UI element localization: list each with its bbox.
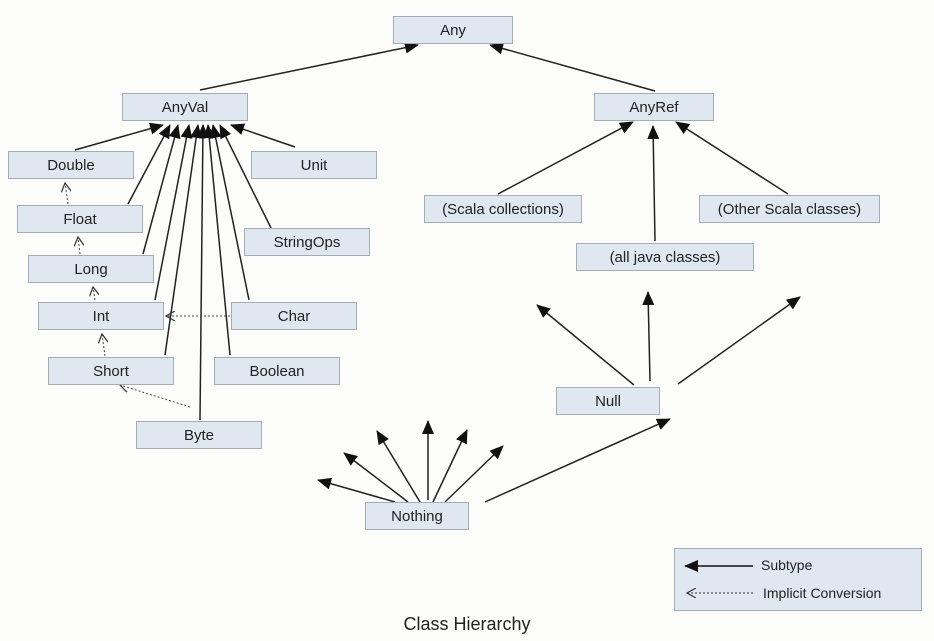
node-char: Char — [231, 302, 357, 330]
node-label: AnyVal — [161, 98, 209, 116]
subtype-edge-anyval-to-any — [199, 41, 419, 91]
subtype-edge-all-java-classes-to-anyref — [647, 125, 660, 242]
node-label: (all java classes) — [609, 248, 721, 266]
subtype-edge-boolean-to-anyval — [203, 124, 231, 356]
subtype-edge-nothing-to-null — [484, 418, 671, 503]
null-fan-arrow-1 — [642, 291, 655, 382]
nothing-fan-arrow-0 — [317, 477, 396, 503]
node-label: Short — [93, 362, 129, 380]
node-label: Nothing — [391, 507, 443, 525]
node-label: Int — [92, 307, 110, 325]
implicit-edge-short-to-int — [102, 334, 105, 357]
node-label: Char — [277, 307, 311, 325]
node-unit: Unit — [251, 151, 377, 179]
node-int: Int — [38, 302, 164, 330]
node-scala-collections: (Scala collections) — [424, 195, 582, 223]
node-double: Double — [8, 151, 134, 179]
node-long: Long — [28, 255, 154, 283]
node-stringops: StringOps — [244, 228, 370, 256]
node-label: Null — [595, 392, 621, 410]
subtype-edge-int-to-anyval — [154, 124, 193, 301]
subtype-edge-double-to-anyval — [74, 122, 164, 151]
node-label: Unit — [300, 156, 328, 174]
nothing-fan-arrow-2 — [376, 430, 421, 503]
subtype-edge-stringops-to-anyval — [219, 124, 272, 229]
subtype-edge-other-scala-classes-to-anyref — [675, 121, 789, 195]
subtype-edge-anyref-to-any — [489, 42, 656, 92]
subtype-edge-scala-collections-to-anyref — [497, 121, 634, 195]
node-label: Long — [74, 260, 108, 278]
node-float: Float — [17, 205, 143, 233]
node-byte: Byte — [136, 421, 262, 449]
legend: Subtype Implicit Conversion — [674, 548, 922, 611]
node-nothing: Nothing — [365, 502, 469, 530]
null-fan-arrow-0 — [536, 304, 635, 386]
implicit-edge-float-to-double — [65, 183, 68, 205]
implicit-edge-long-to-float — [78, 237, 80, 255]
node-label: (Scala collections) — [442, 200, 564, 218]
legend-symbols — [684, 560, 753, 612]
subtype-edge-short-to-anyval — [164, 124, 203, 356]
node-label: Boolean — [249, 362, 305, 380]
node-label: Byte — [183, 426, 214, 444]
node-any: Any — [393, 16, 513, 44]
node-label: Any — [440, 21, 466, 39]
subtype-edge-long-to-anyval — [142, 124, 181, 255]
node-anyref: AnyRef — [594, 93, 714, 121]
node-label: Float — [63, 210, 97, 228]
node-label: AnyRef — [629, 98, 679, 116]
legend-subtype-label: Subtype — [761, 557, 813, 573]
subtype-edge-unit-to-anyval — [230, 123, 296, 148]
legend-implicit-label: Implicit Conversion — [763, 585, 882, 601]
null-fan-arrow-2 — [677, 296, 801, 385]
diagram-caption: Class Hierarchy — [403, 614, 531, 634]
subtype-edge-byte-to-anyval — [196, 124, 209, 421]
implicit-edge-int-to-long — [93, 287, 95, 301]
node-null: Null — [556, 387, 660, 415]
node-label: Double — [47, 156, 95, 174]
node-boolean: Boolean — [214, 357, 340, 385]
node-label: StringOps — [273, 233, 341, 251]
subtype-edge-char-to-anyval — [209, 124, 250, 301]
node-other-scala-classes: (Other Scala classes) — [699, 195, 880, 223]
node-label: (Other Scala classes) — [717, 200, 862, 218]
subtype-edge-float-to-anyval — [127, 124, 171, 205]
nothing-fan-arrow-4 — [432, 429, 468, 503]
node-anyval: AnyVal — [122, 93, 248, 121]
node-short: Short — [48, 357, 174, 385]
nothing-fan-arrow-5 — [444, 445, 504, 503]
nothing-fan-arrow-1 — [343, 452, 409, 503]
implicit-edge-byte-to-short — [120, 385, 191, 408]
node-all-java-classes: (all java classes) — [576, 243, 754, 271]
